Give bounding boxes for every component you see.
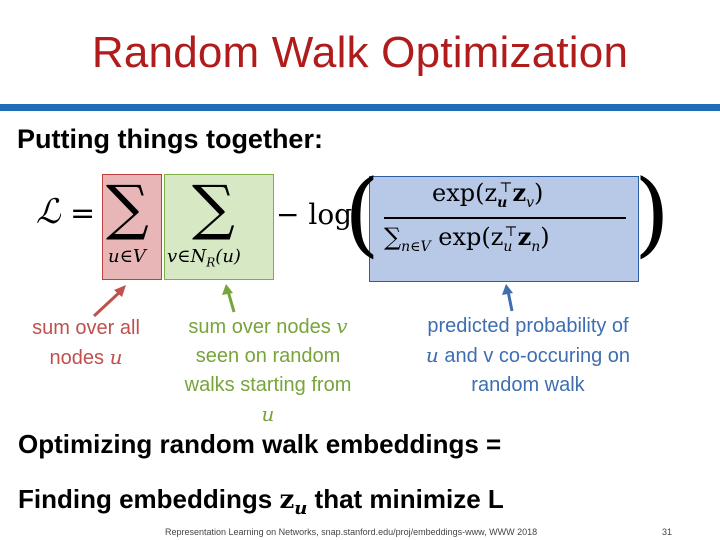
page-number: 31 [662,527,673,537]
section-heading: Putting things together: [17,124,323,154]
green-arrow-icon [222,284,236,313]
title-divider [0,104,720,111]
summary-line-1: Optimizing random walk embeddings = [18,429,502,459]
outer-sum-symbol: ∑ [106,173,149,243]
outer-sum-highlight [102,174,162,280]
fraction-bar [384,217,626,219]
summary-line-2: Finding embeddings zu that minimize L [18,484,504,520]
left-paren: ( [344,160,380,267]
inner-sum-subscript: v∈NR(u) [167,246,241,270]
outer-sum-subscript: u∈V [108,246,146,267]
loss-lhs: ℒ = [36,192,95,232]
blue-arrow-icon [502,284,514,312]
minus-log: − log [276,198,353,231]
inner-sum-annotation: sum over nodes v seen on random walks st… [184,314,352,426]
probability-annotation: predicted probability of u and v co-occu… [425,315,631,396]
footer-citation: Representation Learning on Networks, sna… [165,527,538,537]
fraction-denominator: ∑n∈V exp(zu⊤zn) [384,222,550,255]
fraction-numerator: exp(zu⊤zv) [432,178,544,211]
inner-sum-symbol: ∑ [192,173,235,243]
outer-sum-annotation: sum over all nodes u [32,317,140,369]
inner-sum-highlight [164,174,274,280]
equals-sign: = [70,196,96,231]
right-paren: ) [634,160,670,267]
red-arrow-icon [92,285,126,318]
slide-title: Random Walk Optimization [91,28,629,77]
probability-highlight [369,176,639,282]
loss-symbol: ℒ [36,194,61,231]
